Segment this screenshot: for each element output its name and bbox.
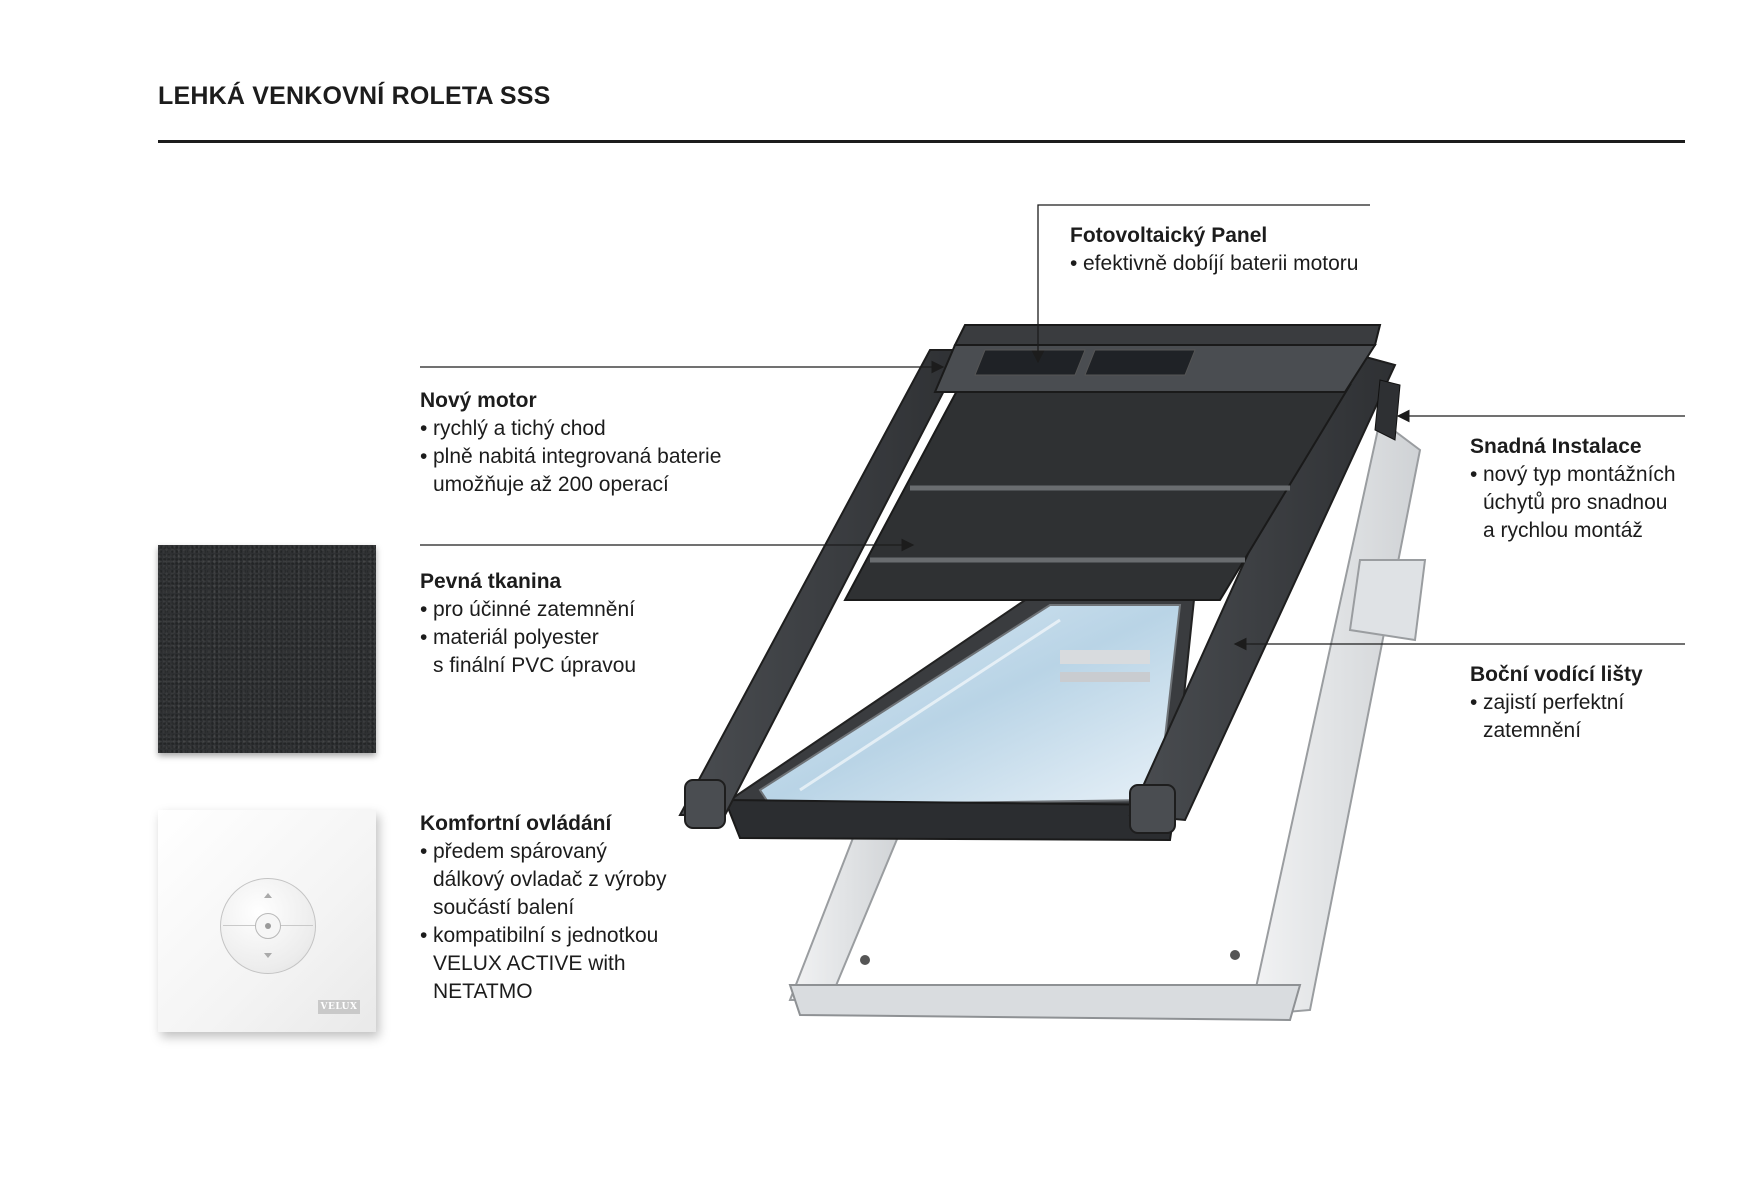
callout-bullet-continued: součástí balení [433, 896, 575, 919]
solar-panel [974, 349, 1196, 376]
callout-bullet-continued: umožňuje až 200 operací [433, 473, 669, 496]
callout-installation: Snadná Instalace nový typ montážních úch… [1470, 433, 1676, 545]
page-title: LEHKÁ VENKOVNÍ ROLETA SSS [158, 82, 551, 110]
top-cassette [933, 324, 1382, 393]
callout-fabric: Pevná tkanina pro účinné zatemnění mater… [420, 568, 636, 680]
callout-side-rails: Boční vodící lišty zajistí perfektní zat… [1470, 661, 1643, 745]
callout-heading: Boční vodící lišty [1470, 663, 1643, 686]
callout-heading: Nový motor [420, 389, 537, 412]
remote-dial [220, 878, 316, 974]
callout-motor: Nový motor rychlý a tichý chod plně nabi… [420, 387, 721, 499]
callout-bullet: zajistí perfektní [1470, 689, 1643, 717]
callout-solar-panel: Fotovoltaický Panel efektivně dobíjí bat… [1070, 222, 1358, 278]
remote-control-image: VELUX [158, 810, 376, 1032]
callout-bullet-continued: s finální PVC úpravou [433, 654, 637, 677]
callout-bullet: efektivně dobíjí baterii motoru [1070, 250, 1358, 278]
callout-bullet: rychlý a tichý chod [420, 415, 721, 443]
callout-bullet: plně nabitá integrovaná baterie [420, 443, 721, 471]
callout-bullet-continued: NETATMO [433, 980, 533, 1003]
callout-bullet-continued: VELUX ACTIVE with [433, 952, 626, 975]
fabric-swatch-image [158, 545, 376, 753]
callout-bullet: kompatibilní s jednotkou [420, 922, 666, 950]
callout-bullet-continued: a rychlou montáž [1483, 519, 1643, 542]
leader-panel [1031, 204, 1370, 364]
callout-heading: Komfortní ovládání [420, 812, 612, 835]
callout-bullet-continued: dálkový ovladač z výroby [433, 868, 667, 891]
callout-bullet: předem spárovaný [420, 838, 666, 866]
arrow-up-icon [264, 893, 272, 898]
brand-logo: VELUX [318, 1000, 360, 1014]
arrow-down-icon [264, 953, 272, 958]
callout-bullet: nový typ montážních [1470, 461, 1676, 489]
callout-control: Komfortní ovládání předem spárovaný dálk… [420, 810, 666, 1006]
side-rails [678, 348, 1401, 834]
callout-bullet: pro účinné zatemnění [420, 596, 636, 624]
window-sash [723, 589, 1197, 842]
fixed-frame [788, 418, 1427, 1022]
callout-bullet-continued: zatemnění [1483, 719, 1582, 742]
callout-bullet: materiál polyester [420, 624, 636, 652]
callout-heading: Snadná Instalace [1470, 435, 1642, 458]
callout-bullet-continued: úchytů pro snadnou [1483, 491, 1668, 514]
callout-heading: Fotovoltaický Panel [1070, 224, 1268, 247]
title-rule [158, 140, 1685, 143]
callout-heading: Pevná tkanina [420, 570, 562, 593]
stop-button-icon [255, 913, 281, 939]
